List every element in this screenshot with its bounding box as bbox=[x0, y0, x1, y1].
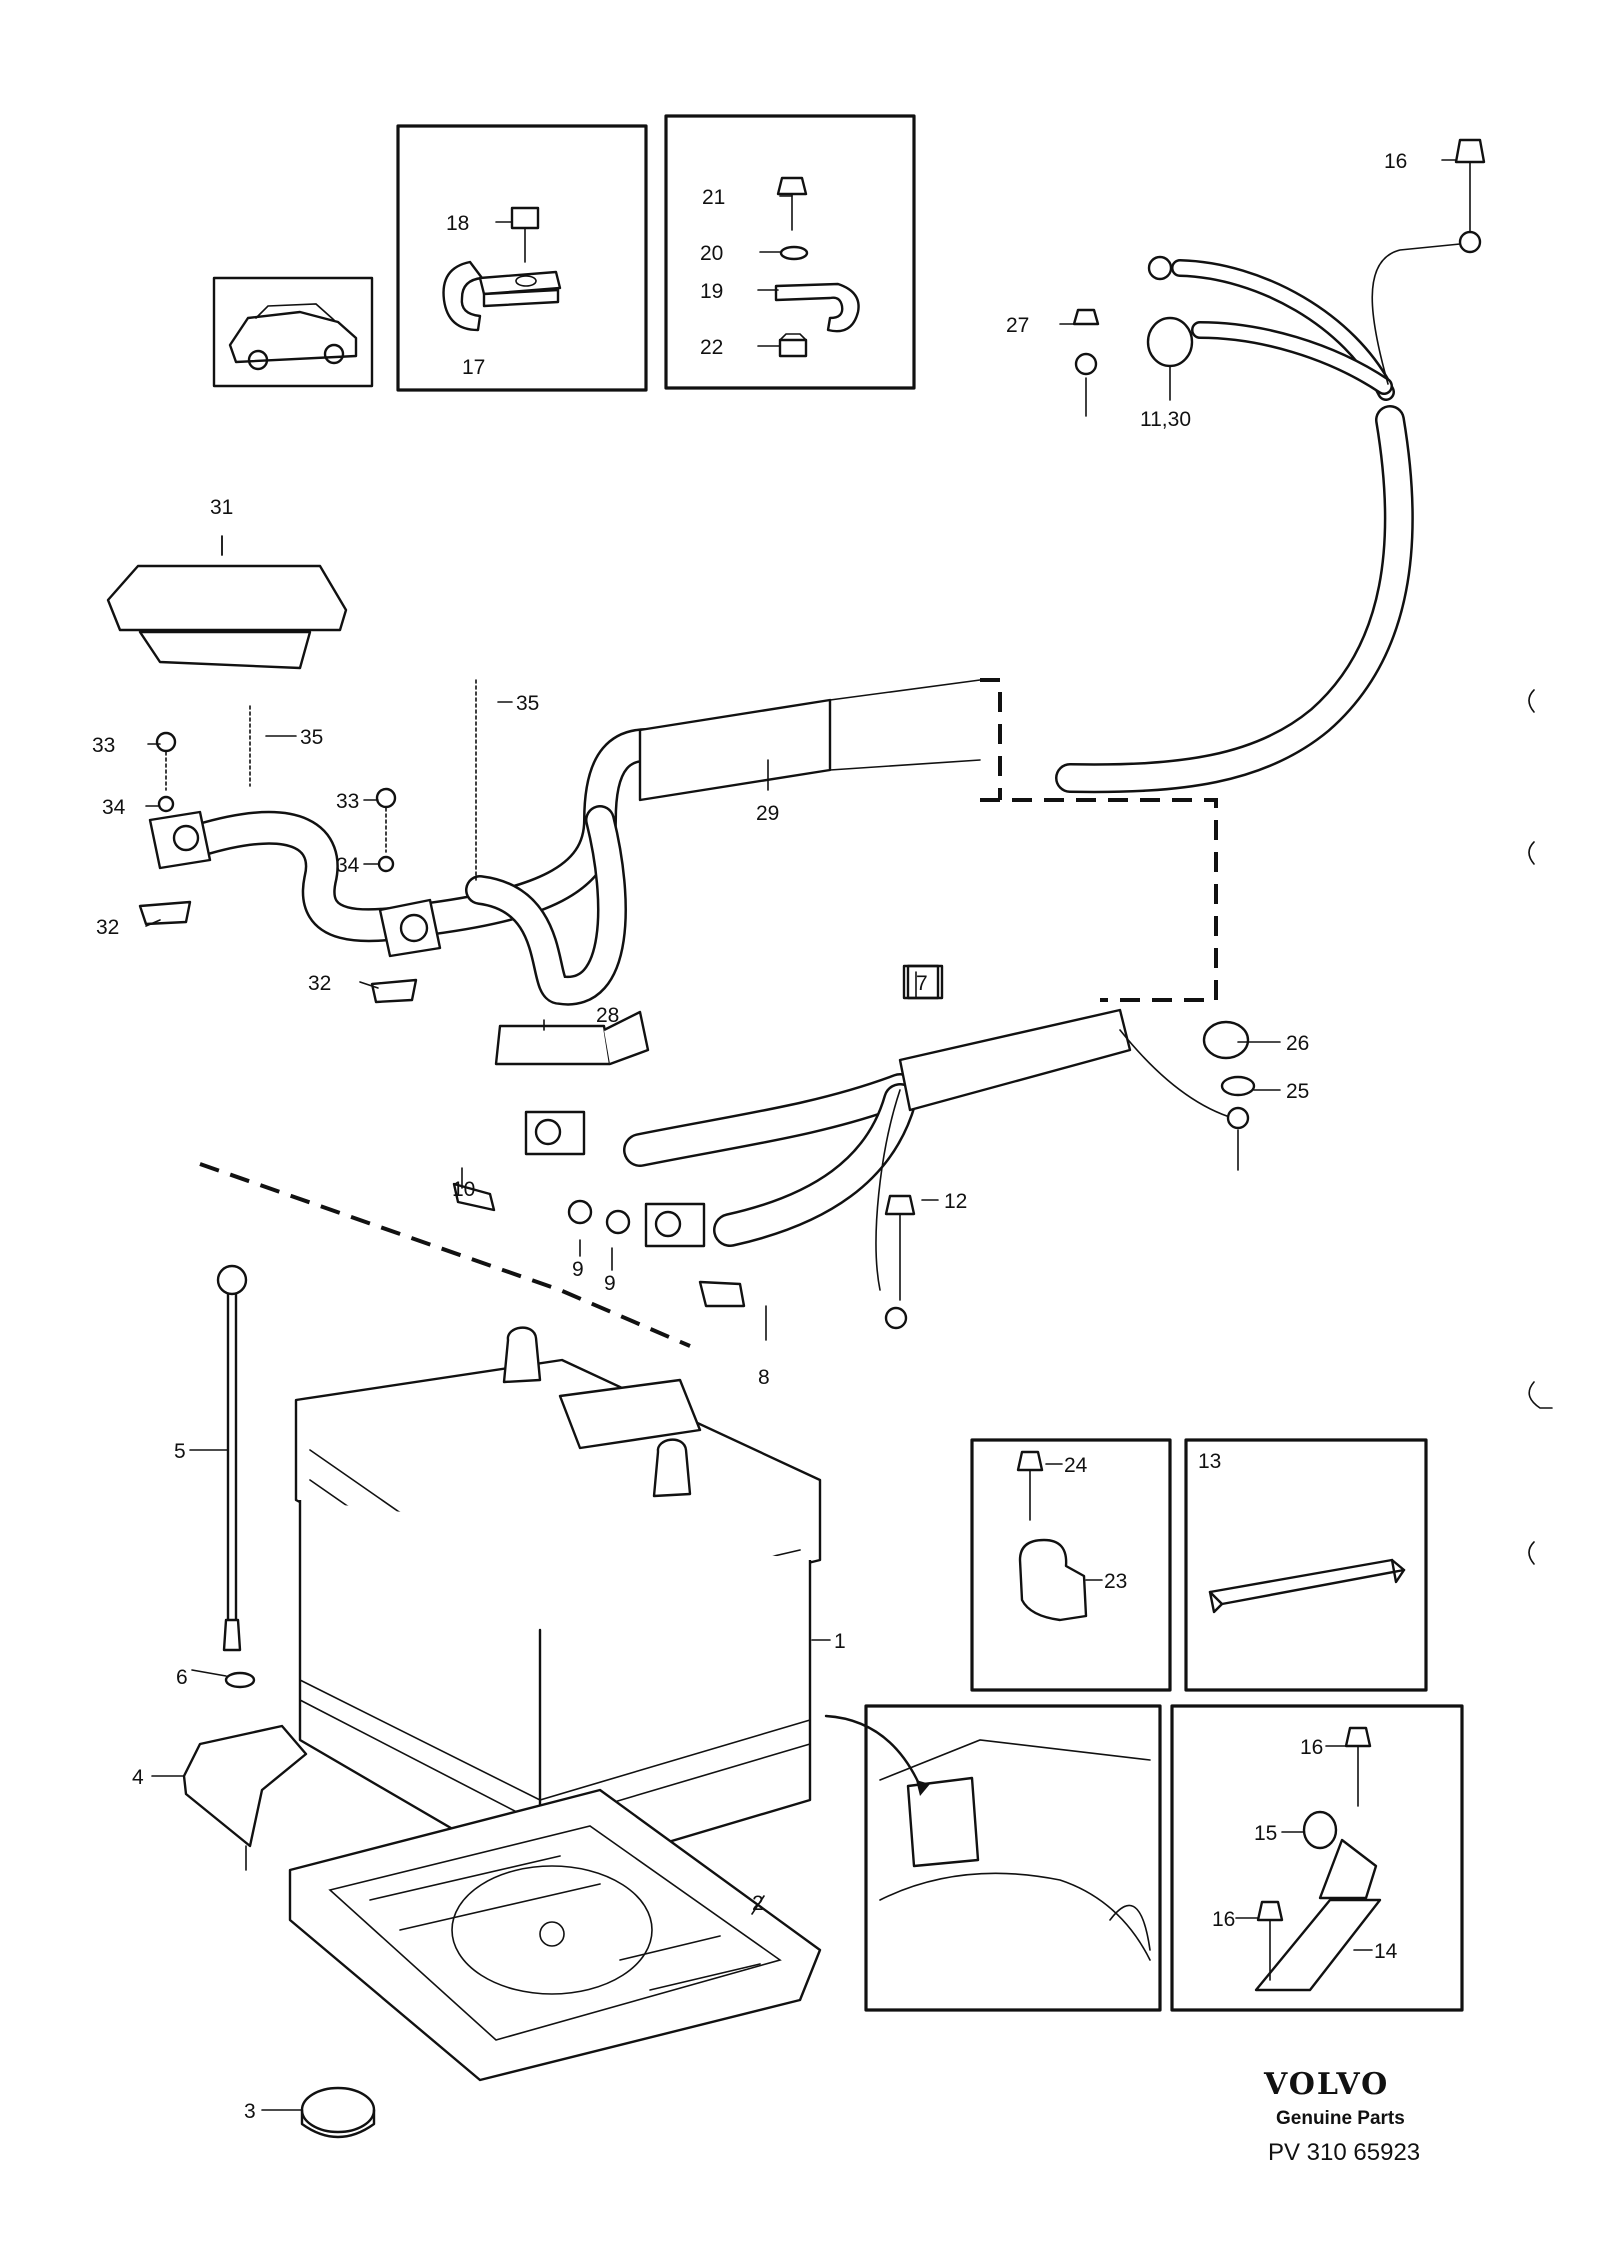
callout-22: 22 bbox=[700, 336, 723, 359]
branding: VOLVO Genuine Parts PV 310 65923 bbox=[1263, 2067, 1420, 2166]
callout-21: 21 bbox=[702, 186, 725, 209]
callout-19: 19 bbox=[700, 280, 723, 303]
plug-3 bbox=[300, 2086, 376, 2139]
callout-11-30: 11,30 bbox=[1140, 408, 1191, 431]
brand-logo: VOLVO bbox=[1263, 2067, 1389, 2102]
margin-marks bbox=[1528, 689, 1553, 1565]
inset-clip-19-22 bbox=[664, 114, 916, 390]
callout-29: 29 bbox=[756, 802, 779, 825]
callout-9-left: 9 bbox=[572, 1258, 584, 1281]
callout-31: 31 bbox=[210, 496, 233, 519]
callout-14: 14 bbox=[1374, 1940, 1398, 1963]
cable-harness-upper bbox=[1055, 138, 1486, 794]
callout-15: 15 bbox=[1254, 1822, 1277, 1845]
callout-32-left: 32 bbox=[96, 916, 119, 939]
cable-lower-assembly bbox=[452, 964, 1256, 1330]
callout-25: 25 bbox=[1286, 1080, 1309, 1103]
callout-16-top: 16 bbox=[1384, 150, 1407, 173]
callout-8: 8 bbox=[758, 1366, 770, 1389]
terminal-cover-31 bbox=[106, 535, 348, 670]
callout-6: 6 bbox=[176, 1666, 188, 1689]
callout-10: 10 bbox=[452, 1178, 475, 1201]
callout-35-mid: 35 bbox=[516, 692, 539, 715]
callout-16-inset-top: 16 bbox=[1300, 1736, 1323, 1759]
inset-clip-17-18 bbox=[396, 124, 648, 392]
hold-down-rod-5 bbox=[182, 1264, 308, 1871]
callout-27: 27 bbox=[1006, 314, 1029, 337]
callout-20: 20 bbox=[700, 242, 723, 265]
battery bbox=[294, 1326, 822, 1882]
inset-clamp-23-24 bbox=[970, 1438, 1172, 1692]
inset-car-thumbnail bbox=[212, 276, 374, 388]
inset-car-front bbox=[824, 1704, 1162, 2012]
callout-33-left: 33 bbox=[92, 734, 115, 757]
callout-18: 18 bbox=[446, 212, 469, 235]
inset-bracket-14-16 bbox=[1170, 1704, 1464, 2012]
reference-number: PV 310 65923 bbox=[1268, 2139, 1420, 2166]
callout-24: 24 bbox=[1064, 1454, 1088, 1477]
callout-3: 3 bbox=[244, 2100, 256, 2123]
callout-7: 7 bbox=[916, 972, 928, 995]
cable-positive-assembly bbox=[138, 679, 981, 1006]
callout-13: 13 bbox=[1198, 1450, 1221, 1473]
battery-tray bbox=[288, 1788, 822, 2082]
dashed-connection-lines bbox=[199, 678, 1218, 1348]
callout-32-mid: 32 bbox=[308, 972, 331, 995]
callout-34-left: 34 bbox=[102, 796, 126, 819]
callout-34-mid: 34 bbox=[336, 854, 360, 877]
callout-35-left: 35 bbox=[300, 726, 323, 749]
callout-17: 17 bbox=[462, 356, 485, 379]
callout-16-inset-bottom: 16 bbox=[1212, 1908, 1235, 1931]
callout-4: 4 bbox=[132, 1766, 144, 1789]
callout-labels: 18 17 21 20 19 22 16 27 11,30 31 33 34 3… bbox=[92, 150, 1407, 2123]
callout-1: 1 bbox=[834, 1630, 846, 1653]
callout-33-mid: 33 bbox=[336, 790, 359, 813]
callout-9-right: 9 bbox=[604, 1272, 616, 1295]
callout-2: 2 bbox=[752, 1892, 764, 1915]
callout-5: 5 bbox=[174, 1440, 186, 1463]
callout-23: 23 bbox=[1104, 1570, 1127, 1593]
callout-7-box bbox=[906, 964, 940, 1000]
leader-lines bbox=[145, 159, 1457, 2111]
callout-12: 12 bbox=[944, 1190, 967, 1213]
inset-channel-13 bbox=[1184, 1438, 1428, 1692]
brand-subtitle: Genuine Parts bbox=[1276, 2108, 1405, 2129]
callout-28: 28 bbox=[596, 1004, 619, 1027]
screws-springs bbox=[155, 679, 477, 881]
callout-26: 26 bbox=[1286, 1032, 1309, 1055]
